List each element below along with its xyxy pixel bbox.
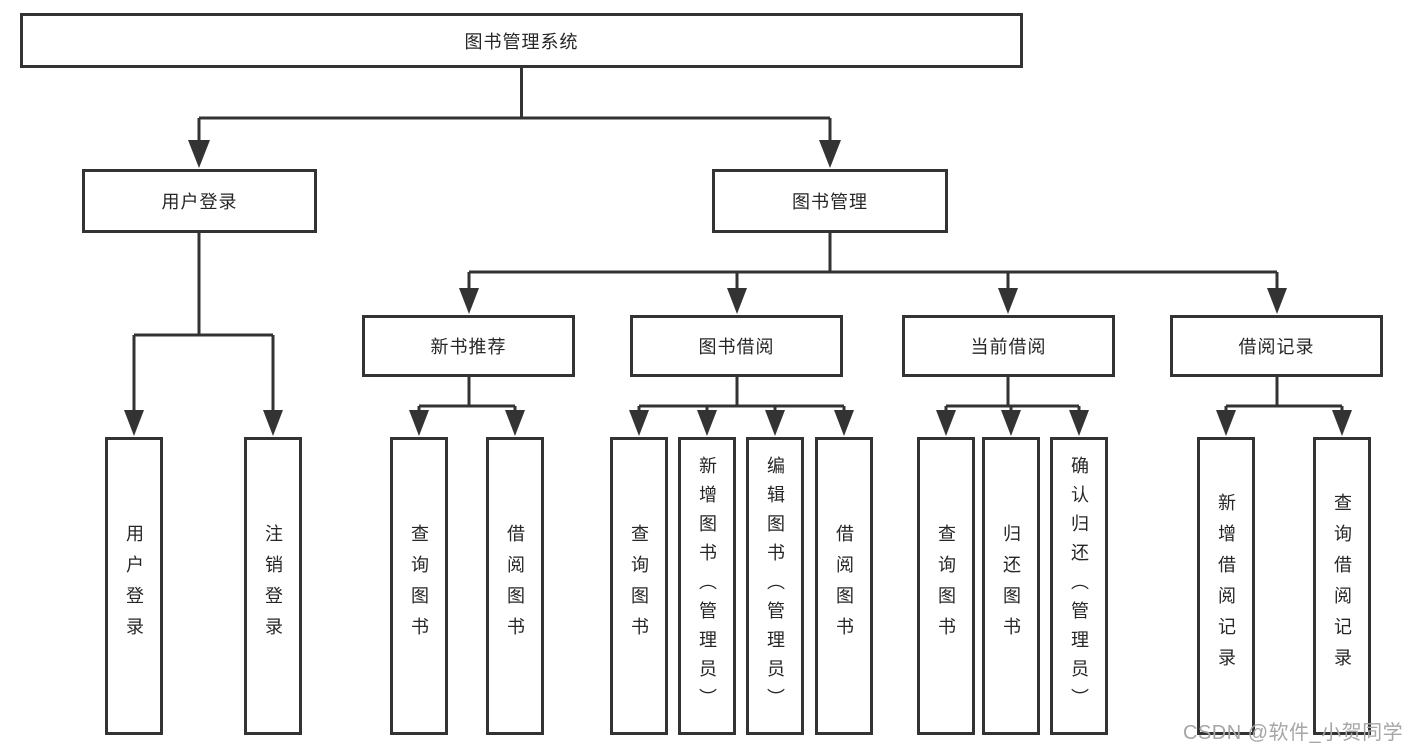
node-book-borrow-label: 图书借阅 [698,337,775,357]
node-user-login-label: 用户登录 [161,192,238,212]
leaf-user-login: 用户登录 [105,437,163,735]
node-current-borrow: 当前借阅 [902,315,1115,377]
leaf-add-book-admin: 新增图书（管理员） [678,437,736,735]
leaf-query-books-recommend: 查询图书 [390,437,448,735]
node-library-system-label: 图书管理系统 [464,31,579,52]
leaf-query-borrow-record: 查询借阅记录 [1313,437,1371,735]
node-book-management: 图书管理 [712,169,948,233]
leaf-query-books-current: 查询图书 [917,437,975,735]
node-library-system: 图书管理系统 [20,13,1023,68]
node-book-borrow: 图书借阅 [630,315,843,377]
leaf-edit-book-admin: 编辑图书（管理员） [746,437,804,735]
node-user-login: 用户登录 [82,169,317,233]
leaf-add-borrow-record: 新增借阅记录 [1197,437,1255,735]
node-borrow-records-label: 借阅记录 [1238,337,1315,357]
node-book-management-label: 图书管理 [792,192,868,212]
leaf-borrow-books-borrow: 借阅图书 [815,437,873,735]
node-new-book-recommend-label: 新书推荐 [430,337,507,357]
leaf-logout: 注销登录 [244,437,302,735]
leaf-return-books: 归还图书 [982,437,1040,735]
watermark: CSDN @软件_小贺同学 [1183,722,1404,744]
leaf-borrow-books-recommend: 借阅图书 [486,437,544,735]
node-new-book-recommend: 新书推荐 [362,315,575,377]
node-current-borrow-label: 当前借阅 [970,337,1047,357]
node-borrow-records: 借阅记录 [1170,315,1383,377]
leaf-confirm-return-admin: 确认归还（管理员） [1050,437,1108,735]
leaf-query-books-borrow: 查询图书 [610,437,668,735]
